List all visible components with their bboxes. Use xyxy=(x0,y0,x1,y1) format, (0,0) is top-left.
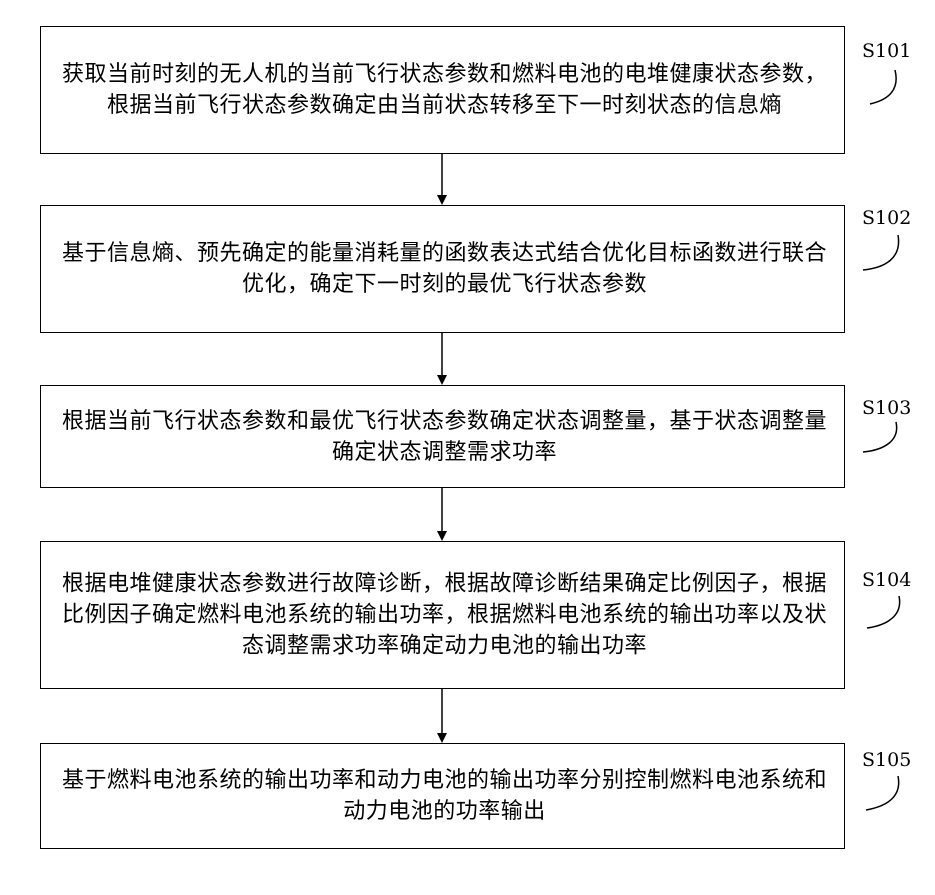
leader-curve-s104 xyxy=(867,596,900,628)
leader-curve-s102 xyxy=(863,235,899,270)
leader-curve-s101 xyxy=(870,70,896,104)
leader-curve-s103 xyxy=(863,422,897,452)
leader-curve-s105 xyxy=(866,776,899,810)
